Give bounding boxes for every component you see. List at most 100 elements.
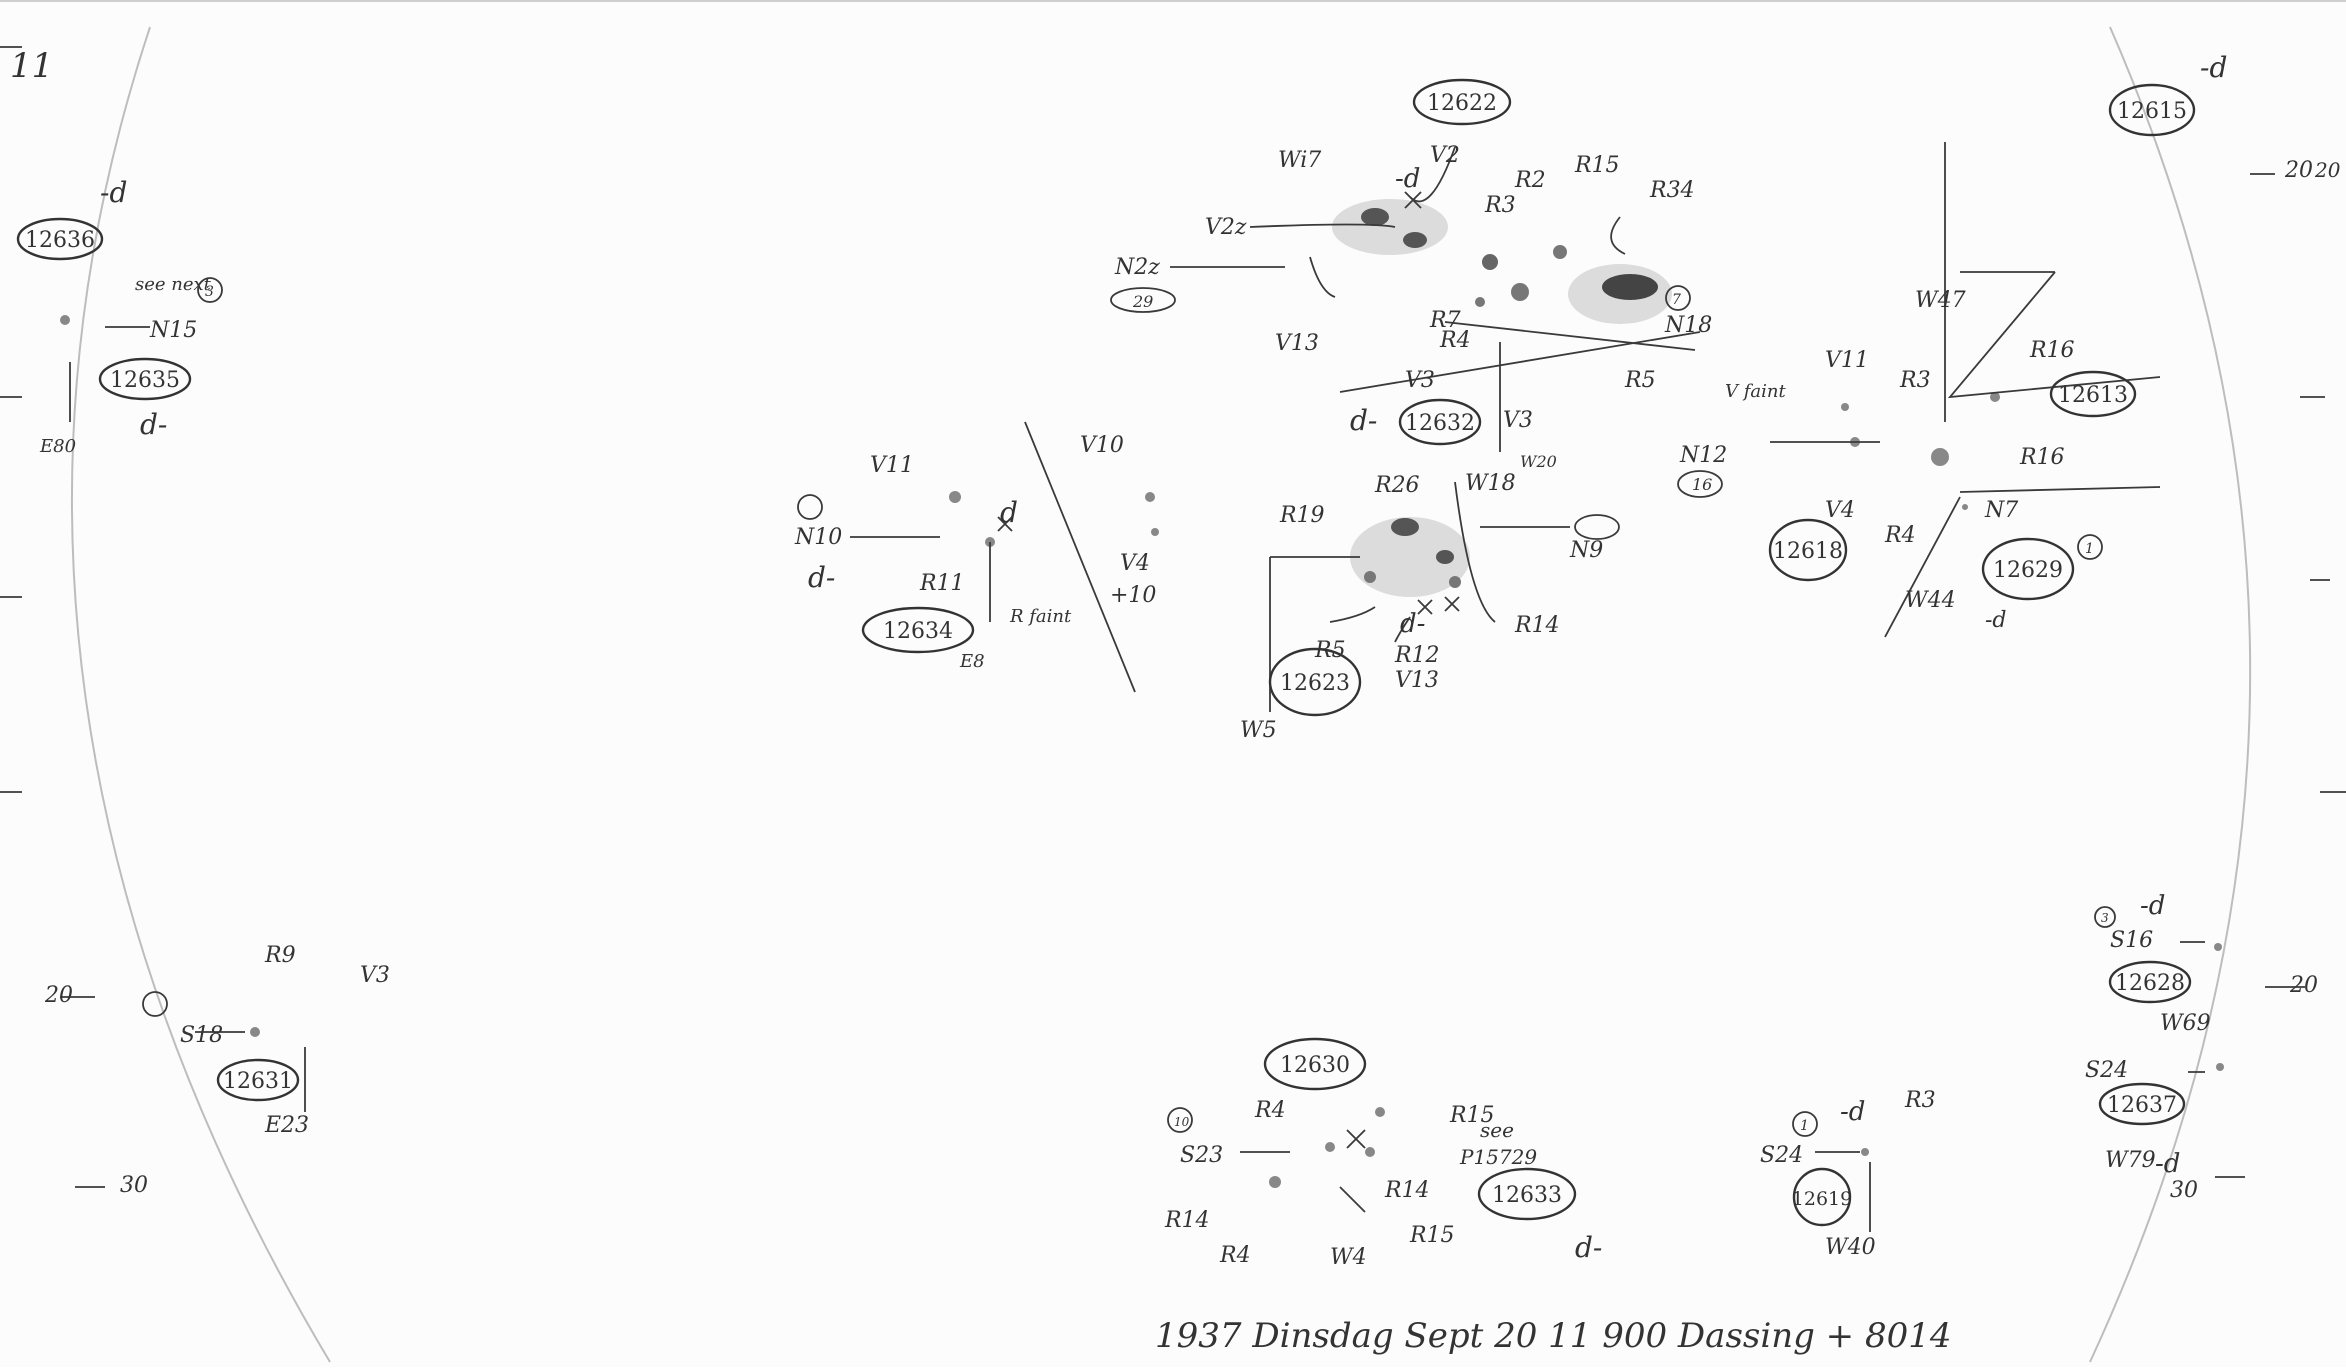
svg-text:12623: 12623 [1280,671,1350,696]
note-label: N12 [1679,443,1727,468]
svg-text:12628: 12628 [2115,971,2185,996]
note-label: E23 [264,1113,309,1138]
note-label: R14 [1164,1208,1210,1233]
svg-text:12633: 12633 [1492,1183,1562,1208]
plate-12615: 12615 [2108,83,2196,137]
note-label: 20 [2289,973,2318,998]
svg-text:12631: 12631 [223,1069,293,1094]
note-label: E8 [959,651,985,672]
note-label: W5 [1240,718,1277,743]
note-label: S24 [2085,1058,2128,1083]
note-label: 20 [2314,158,2341,182]
note-label: 1 [1800,1118,1809,1134]
plate-ovals: 12615 12622 12613 12632 12618 12629 1263… [16,78,2196,1227]
cross-markers [997,191,1460,1149]
note-label: Wi7 [1278,148,1321,173]
svg-text:12629: 12629 [1993,558,2063,583]
note-label: S16 [2110,928,2153,953]
svg-text:12637: 12637 [2107,1093,2177,1118]
svg-text:12622: 12622 [1427,91,1497,116]
note-label: 7 [1672,292,1681,308]
note-label: W4 [1330,1245,1367,1270]
note-label: V13 [1395,668,1439,693]
note-label: R2 [1514,168,1546,193]
note-label: 20 [44,983,73,1008]
note-label: R14 [1384,1178,1430,1203]
note-label: V11 [1825,348,1869,373]
limb-ticks [0,46,2346,1188]
page-number: 11 [10,46,53,86]
note-label: W18 [1465,471,1516,496]
group-axes [69,142,2205,1232]
note-label: see next [135,274,212,295]
annotations: Wi7 V2 V2z N2z 29 V13 R7 R4 R3 R2 R15 R3… [39,51,2341,1270]
note-label: S24 [1760,1143,1803,1168]
note-label: -d [1985,608,2007,633]
svg-text:12619: 12619 [1792,1188,1852,1210]
note-label: R4 [1439,328,1471,353]
note-label: R19 [1279,503,1325,528]
note-label: V faint [1725,381,1786,402]
note-label: V2 [1430,143,1460,168]
spot-cluster-south [1269,943,2224,1188]
note-label: -d [2140,891,2165,921]
note-label: R3 [1904,1088,1936,1113]
svg-text:12635: 12635 [110,368,180,393]
note-label: W44 [1905,588,1956,613]
plate-12613: 12613 [2049,370,2137,418]
note-label: R7 [1429,308,1461,333]
plate-12618: 12618 [1768,518,1848,582]
svg-text:12613: 12613 [2058,383,2128,408]
note-label: d- [1400,609,1425,639]
note-label: W69 [2160,1011,2211,1036]
disk-limb-right [2089,26,2252,1363]
note-label: d- [1575,1231,1602,1264]
note-label: -d [1840,1097,1865,1127]
note-label: W20 [1520,452,1557,471]
spot-cluster-west [60,315,1159,1037]
note-label: N2z [1114,255,1160,280]
note-label: R faint [1009,606,1072,627]
note-label: R3 [1484,193,1516,218]
note-label: R4 [1219,1243,1251,1268]
note-label: d- [140,408,167,441]
plate-12628: 12628 [2108,960,2192,1004]
note-label: 30 [120,1173,148,1198]
svg-text:12618: 12618 [1773,539,1843,564]
page-caption: 1937 Dinsdag Sept 20 11 900 Dassing + 80… [1155,1316,1952,1356]
note-label: V3 [1503,408,1533,433]
note-label: R34 [1649,178,1695,203]
note-label: +10 [1110,583,1156,608]
plate-12632: 12632 [1398,398,1482,446]
note-label: N9 [1569,538,1603,563]
note-label: N10 [794,525,842,550]
note-label: E80 [39,436,76,457]
note-label: see [1480,1118,1514,1142]
note-label: 1 [2085,541,2094,557]
plate-12635: 12635 [98,357,192,401]
note-label: N15 [149,318,197,343]
note-label: N18 [1664,313,1712,338]
note-label: V11 [870,453,914,478]
note-label: R3 [1899,368,1931,393]
note-label: R4 [1254,1098,1286,1123]
svg-text:12636: 12636 [25,228,95,253]
note-label: W40 [1825,1235,1876,1260]
note-label: R11 [919,571,965,596]
note-label: W79 [2105,1148,2156,1173]
note-label: 10 [1174,1115,1190,1129]
plate-12623: 12623 [1268,647,1362,717]
note-label: -d [100,176,127,209]
plate-12629: 12629 [1981,537,2075,601]
svg-text:12632: 12632 [1405,411,1475,436]
note-label: R12 [1394,643,1440,668]
note-label: -d [1395,164,1420,194]
note-label: R5 [1314,638,1346,663]
note-label: S23 [1180,1143,1223,1168]
note-label: -d [2155,1149,2180,1179]
note-label: V10 [1080,433,1124,458]
note-label: 3 [2101,911,2109,925]
note-label: V3 [360,963,390,988]
spot-cluster-east [1841,392,2000,510]
svg-text:12630: 12630 [1280,1053,1350,1078]
